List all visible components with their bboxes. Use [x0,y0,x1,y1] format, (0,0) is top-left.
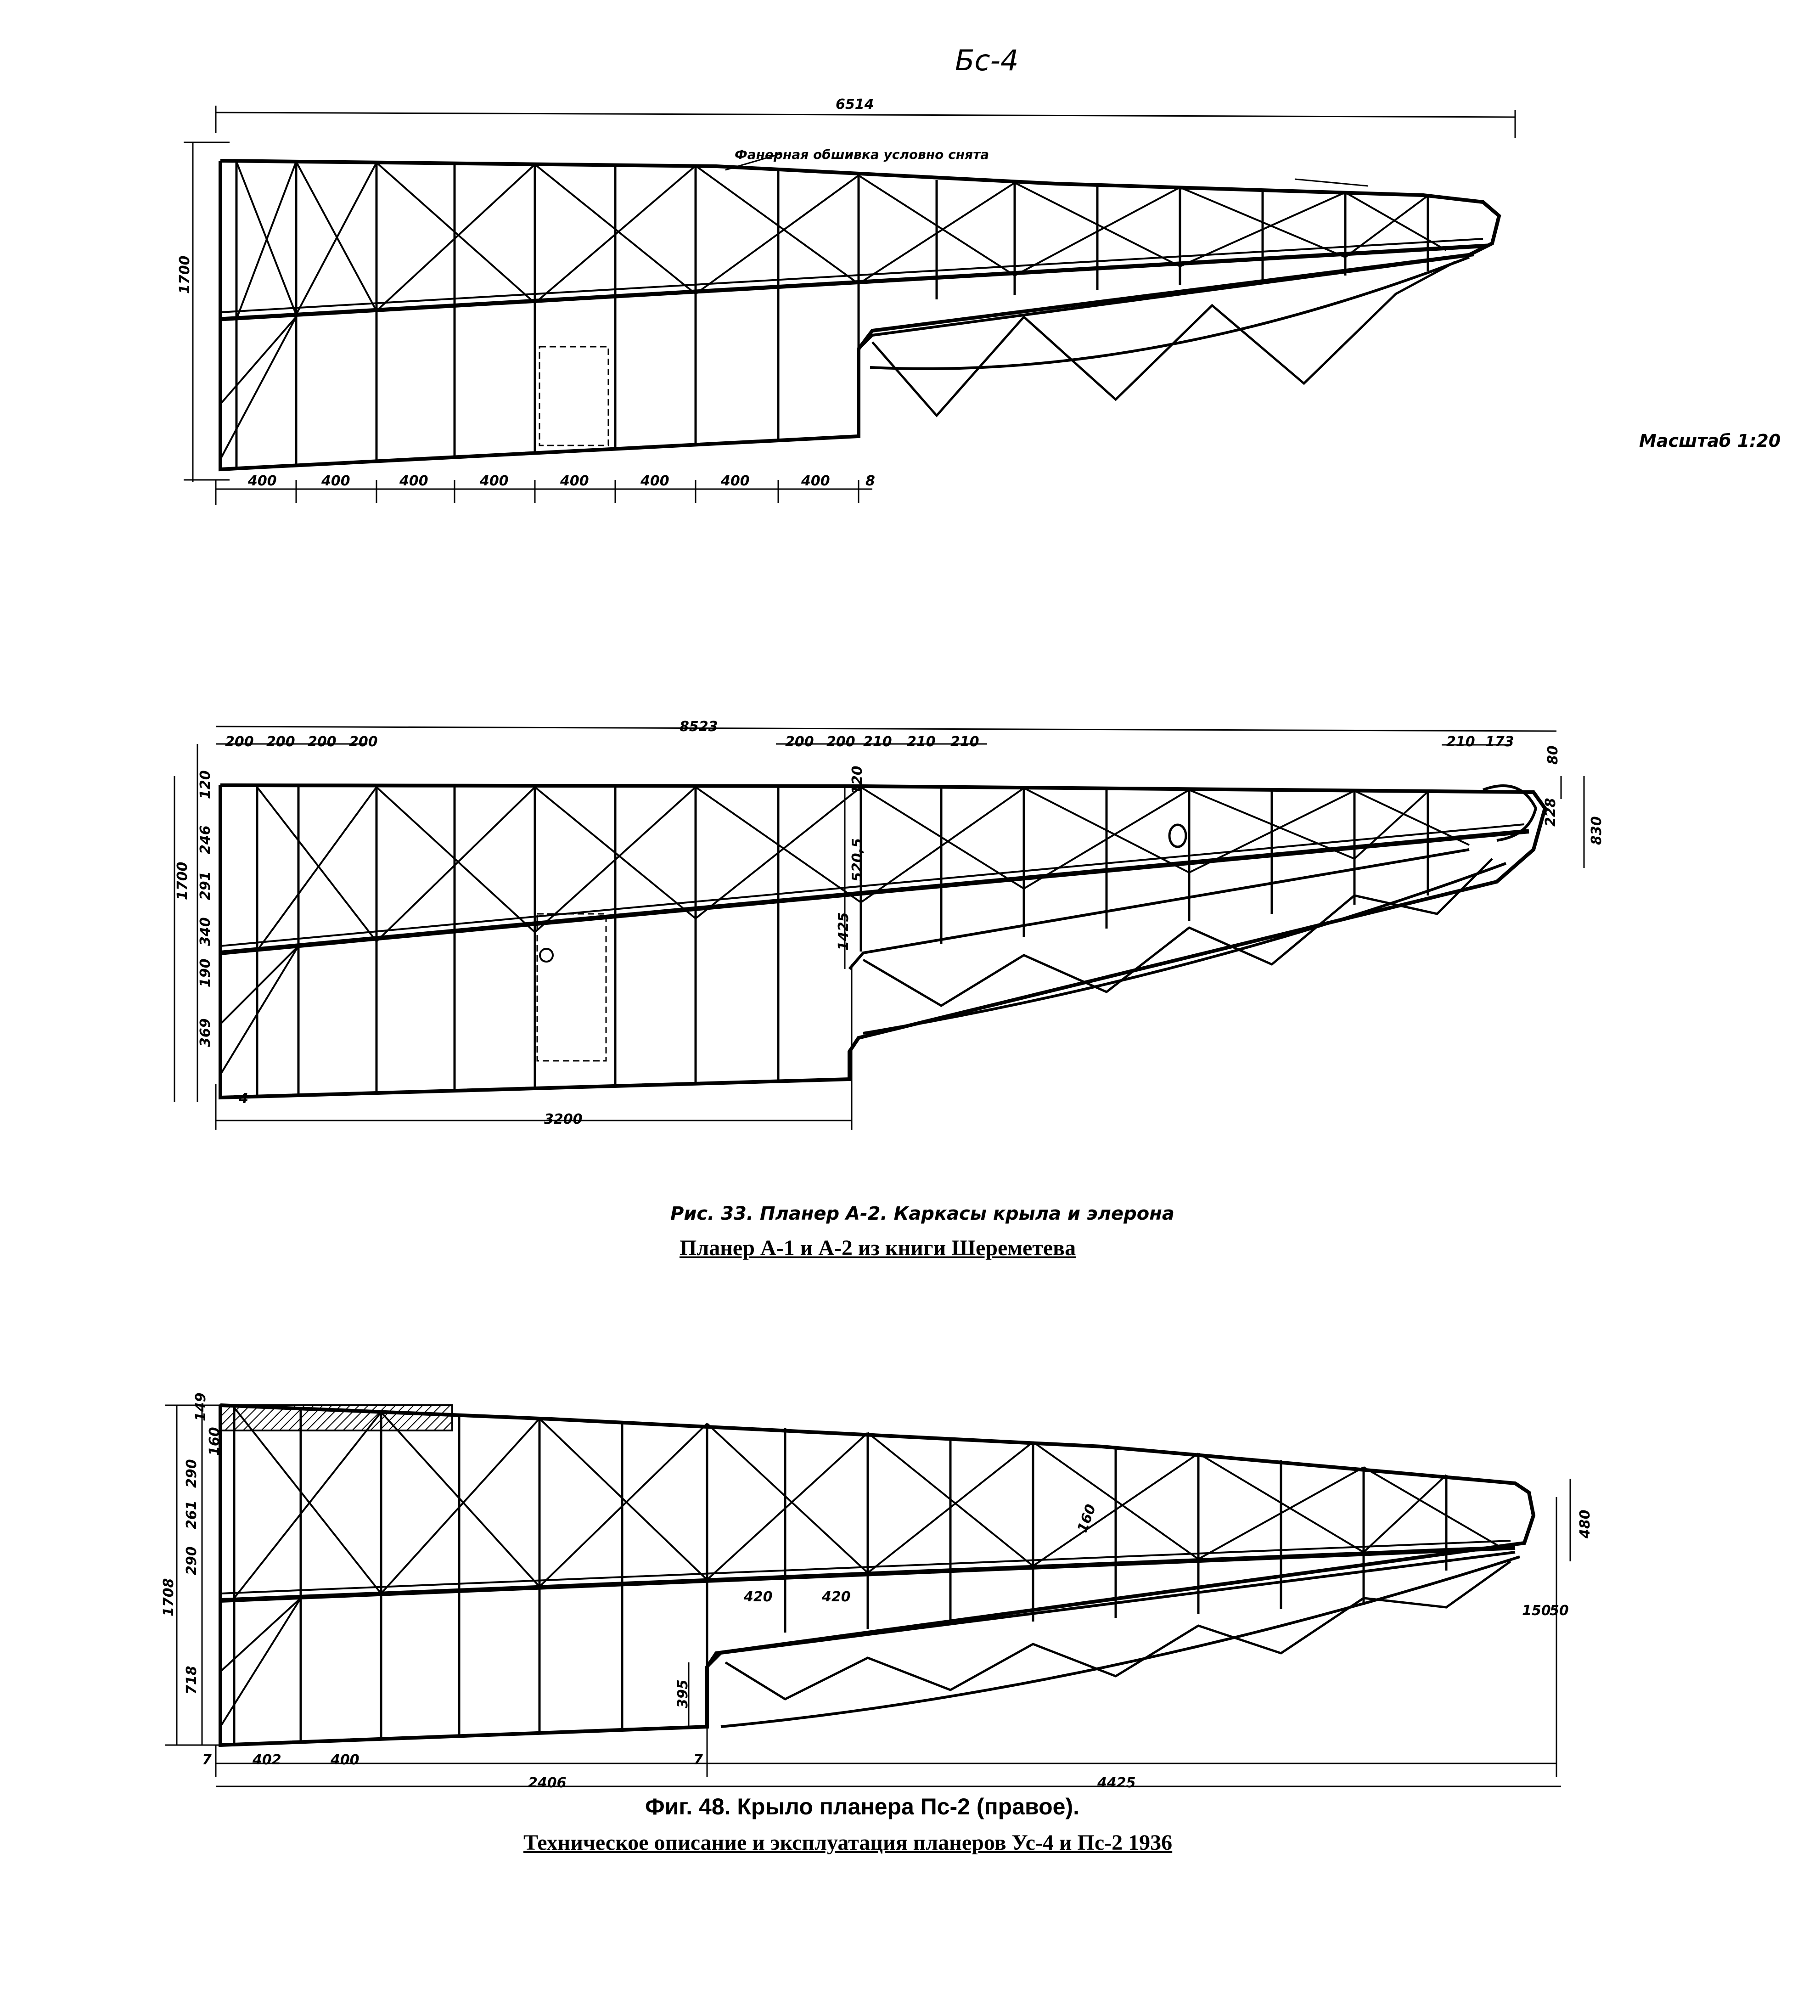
fig2-aileron-span: 3200 [544,1111,583,1127]
fig1-rib-spacing: 400 [480,473,509,489]
fig2-top-spacing: 200 [308,734,337,750]
fig2-tip-dim: 173 [1485,734,1514,750]
fig2-left-dim: 291 [197,871,213,900]
wing-frame-fig3 [219,1403,1536,1747]
fig3-mid-dim: 420 [822,1589,851,1605]
fig2-left-dim: 246 [197,825,213,854]
fig2-root-offset: 4 [239,1091,248,1107]
fig1-rib-spacing: 400 [640,473,669,489]
fig2-top-spacing: 200 [826,734,855,750]
fig3-left-dim: 718 [184,1666,200,1695]
fig3-inner-span: 2406 [528,1775,567,1791]
fig1-rib-spacing: 400 [321,473,350,489]
fig3-rib-spacing: 402 [253,1752,281,1768]
fig2-aileron-dim: 1425 [836,912,852,951]
fig2-span-dim: 8523 [680,719,718,735]
fig2-top-spacing: 210 [907,734,936,750]
fig3-rib-spacing: 400 [331,1752,360,1768]
fig1-span-dim: 6514 [836,96,874,113]
fig3-left-dim: 261 [184,1500,200,1529]
fig3-tip-dim: 50 [1550,1603,1569,1619]
fig1-rib-spacing: 400 [248,473,277,489]
fig2-tip-dim: 210 [1446,734,1475,750]
dimension-lines-fig2 [174,726,1585,1130]
fig2-tip-right: 830 [1589,816,1605,845]
fig1-rib-spacing: 400 [721,473,750,489]
fig2-left-dim: 340 [197,917,213,946]
fig3-aileron-offset: 7 [693,1752,703,1768]
fig2-aileron-dim: 120 [849,766,865,794]
fig2-chord-dim: 1700 [174,862,191,901]
wing-frame-fig2 [219,783,1547,1100]
fig3-chord-dim: 1708 [161,1578,177,1617]
fig2-top-spacing: 200 [349,734,378,750]
fig3-left-dim: 149 [193,1392,209,1421]
fig1-end-offset: 8 [865,473,875,489]
fig2-caption: Рис. 33. Планер А-2. Каркасы крыла и эле… [670,1203,1174,1224]
fig1-note: Фанерная обшивка условно снята [735,147,989,162]
fig1-rib-spacing: 400 [399,473,428,489]
fig2-top-spacing: 210 [950,734,979,750]
fig2-left-dim: 369 [197,1018,213,1047]
fig3-left-dim: 160 [207,1427,223,1456]
fig2-aileron-dim: 520,5 [849,838,865,882]
dimension-lines-fig1 [184,106,1516,505]
fig2-left-dim: 190 [197,958,213,987]
fig3-source-link[interactable]: Техническое описание и эксплуатация план… [523,1830,1173,1855]
fig3-tip-height: 480 [1577,1509,1593,1538]
fig3-mid-dim: 420 [744,1589,773,1605]
fig3-aileron-span: 4425 [1097,1775,1136,1791]
fig2-source-link[interactable]: Планер А-1 и А-2 из книги Шереметева [680,1236,1076,1260]
fig2-top-spacing: 200 [266,734,295,750]
fig1-rib-spacing: 400 [801,473,830,489]
sheet-label: Бс-4 [955,44,1019,77]
dimension-lines-fig3 [165,1404,1571,1787]
fig2-top-spacing: 200 [785,734,814,750]
fig3-tip-dim: 150 [1522,1603,1551,1619]
fig2-top-spacing: 210 [863,734,892,750]
wing-frame-fig1 [219,153,1501,472]
fig2-tip-right: 228 [1543,798,1559,827]
fig2-tip-right: 80 [1545,745,1561,765]
fig2-top-spacing: 200 [225,734,254,750]
fig3-aileron-height: 395 [675,1679,691,1708]
fig3-left-dim: 290 [184,1546,200,1575]
fig1-chord-dim: 1700 [177,255,193,294]
fig3-left-dim: 290 [184,1459,200,1488]
fig3-root-offset: 7 [202,1752,212,1768]
fig2-left-dim: 120 [197,770,213,799]
fig1-rib-spacing: 400 [560,473,589,489]
fig3-caption: Фиг. 48. Крыло планера Пс-2 (правое). [645,1794,1079,1819]
scale-note: Масштаб 1:20 [1639,431,1781,451]
